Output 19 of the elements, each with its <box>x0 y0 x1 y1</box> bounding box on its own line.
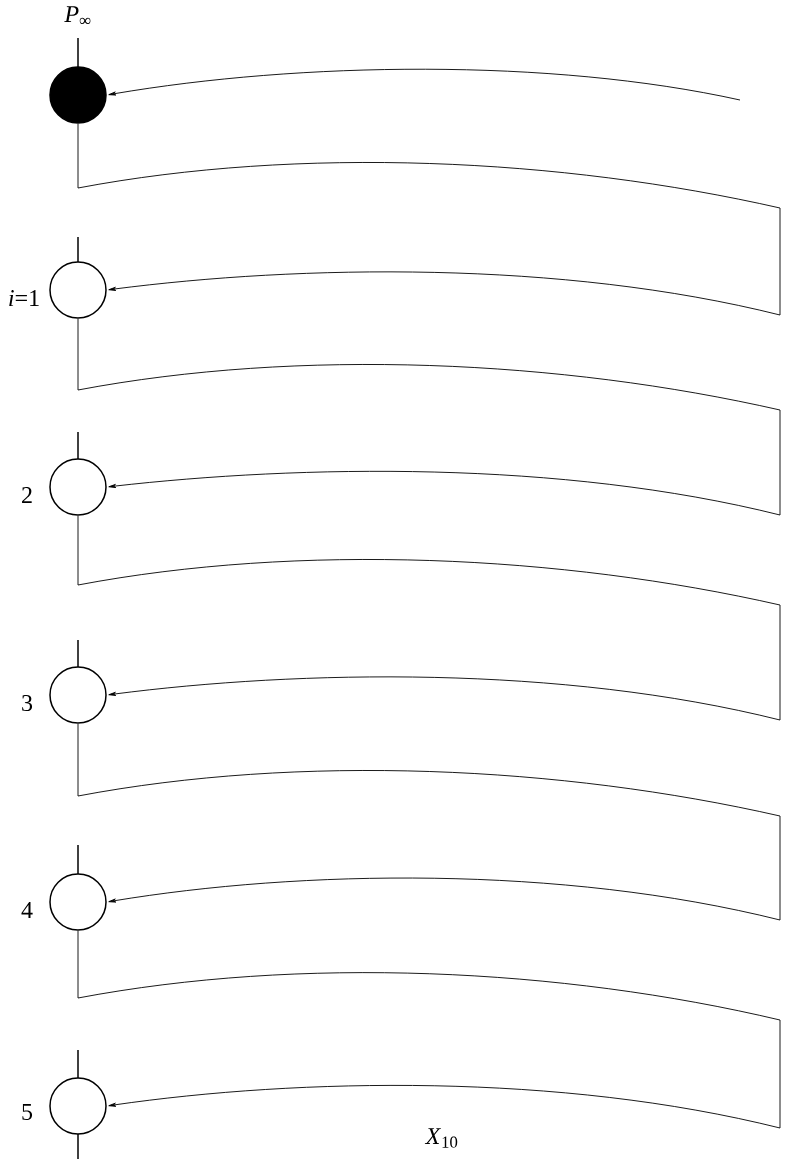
circle <box>49 458 107 516</box>
arrow <box>77 318 781 516</box>
circle <box>49 261 107 319</box>
arrow <box>77 123 781 316</box>
arrow <box>77 723 781 921</box>
arrow <box>108 68 741 101</box>
node-label: 4 <box>21 902 33 918</box>
node-label: P$_{∞}$ <box>64 6 91 25</box>
axis-label: X$_{10}$ <box>424 1128 458 1148</box>
circle <box>49 873 107 931</box>
node-label: 5 <box>22 1104 33 1120</box>
node-label: 3 <box>22 694 33 712</box>
circle <box>49 66 107 124</box>
arrow <box>77 930 781 1129</box>
circle <box>49 666 107 724</box>
node-label: i=1 <box>9 290 39 306</box>
arrow <box>77 515 781 721</box>
node-label: 2 <box>22 487 32 503</box>
circle <box>49 1077 107 1135</box>
